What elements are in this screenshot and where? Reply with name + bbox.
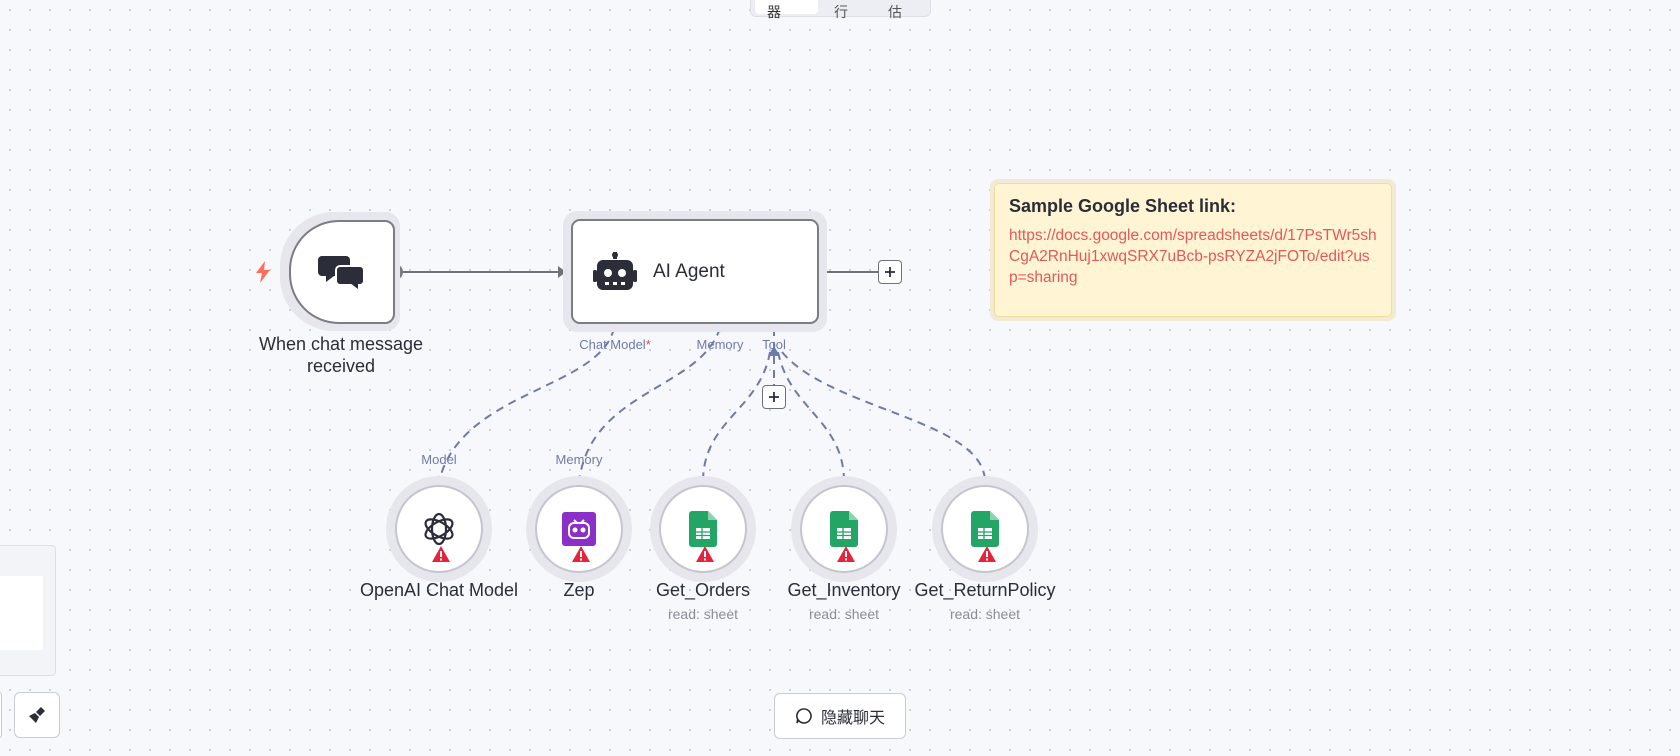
- tool-port-label: Tool: [762, 337, 786, 352]
- warning-icon: [837, 546, 855, 562]
- get-orders-label: Get_Orders: [655, 580, 751, 600]
- openai-logo-icon: [424, 512, 454, 546]
- sticky-note-title: Sample Google Sheet link:: [1009, 196, 1237, 216]
- plus-icon: [885, 267, 895, 277]
- add-next-node-button[interactable]: [878, 260, 902, 284]
- ai-agent-node[interactable]: AI Agent: [571, 219, 819, 324]
- chat-trigger-node[interactable]: [289, 220, 395, 324]
- canvas-control-button[interactable]: [0, 692, 2, 738]
- zep-node-label: Zep: [563, 580, 595, 600]
- chat-model-port-label: Chat Model*: [579, 337, 651, 352]
- ai-agent-label: AI Agent: [653, 260, 725, 282]
- memory-connection: [578, 327, 721, 483]
- trigger-bolt-icon: [256, 261, 270, 283]
- zep-logo-icon: [562, 512, 596, 546]
- trigger-node-label: When chat message received: [258, 334, 424, 376]
- warning-icon: [572, 546, 590, 562]
- robot-icon: [593, 251, 637, 290]
- side-panel: [0, 545, 56, 676]
- memory-port-label: Memory: [696, 337, 744, 352]
- get-returnpolicy-subtitle: read: sheet: [949, 606, 1021, 622]
- get-returnpolicy-node[interactable]: [941, 485, 1029, 573]
- get-inventory-subtitle: read: sheet: [808, 606, 880, 622]
- openai-chat-model-node[interactable]: [395, 485, 483, 573]
- hide-chat-button[interactable]: 隐藏聊天: [774, 693, 906, 739]
- plus-icon: [769, 392, 779, 402]
- google-sheets-icon: [689, 511, 717, 547]
- get-inventory-label: Get_Inventory: [787, 580, 901, 600]
- get-returnpolicy-label: Get_ReturnPolicy: [914, 580, 1056, 600]
- chat-bubble-icon: [796, 708, 812, 724]
- tool-connection-inventory: [777, 351, 845, 483]
- model-input-label: Model: [421, 452, 457, 467]
- warning-icon: [432, 546, 450, 562]
- get-inventory-node[interactable]: [800, 485, 888, 573]
- openai-node-label: OpenAI Chat Model: [359, 580, 519, 600]
- memory-input-label: Memory: [555, 452, 603, 467]
- add-tool-button[interactable]: [762, 385, 786, 409]
- broom-icon: [29, 707, 45, 723]
- get-orders-subtitle: read: sheet: [667, 606, 739, 622]
- sticky-note[interactable]: Sample Google Sheet link: https://docs.g…: [994, 183, 1392, 317]
- tool-connection-returnpolicy: [781, 351, 986, 483]
- get-orders-node[interactable]: [659, 485, 747, 573]
- google-sheets-icon: [830, 511, 858, 547]
- warning-icon: [978, 546, 996, 562]
- chat-bubbles-icon: [318, 256, 365, 292]
- google-sheet-link[interactable]: https://docs.google.com/spreadsheets/d/1…: [1009, 227, 1377, 286]
- hide-chat-label: 隐藏聊天: [820, 710, 885, 727]
- view-tabs: 编辑器 执行 评估: [750, 0, 931, 20]
- warning-icon: [696, 546, 714, 562]
- zep-memory-node[interactable]: [535, 485, 623, 573]
- clear-execution-button[interactable]: [14, 692, 60, 738]
- tool-connection-orders: [702, 351, 771, 483]
- google-sheets-icon: [971, 511, 999, 547]
